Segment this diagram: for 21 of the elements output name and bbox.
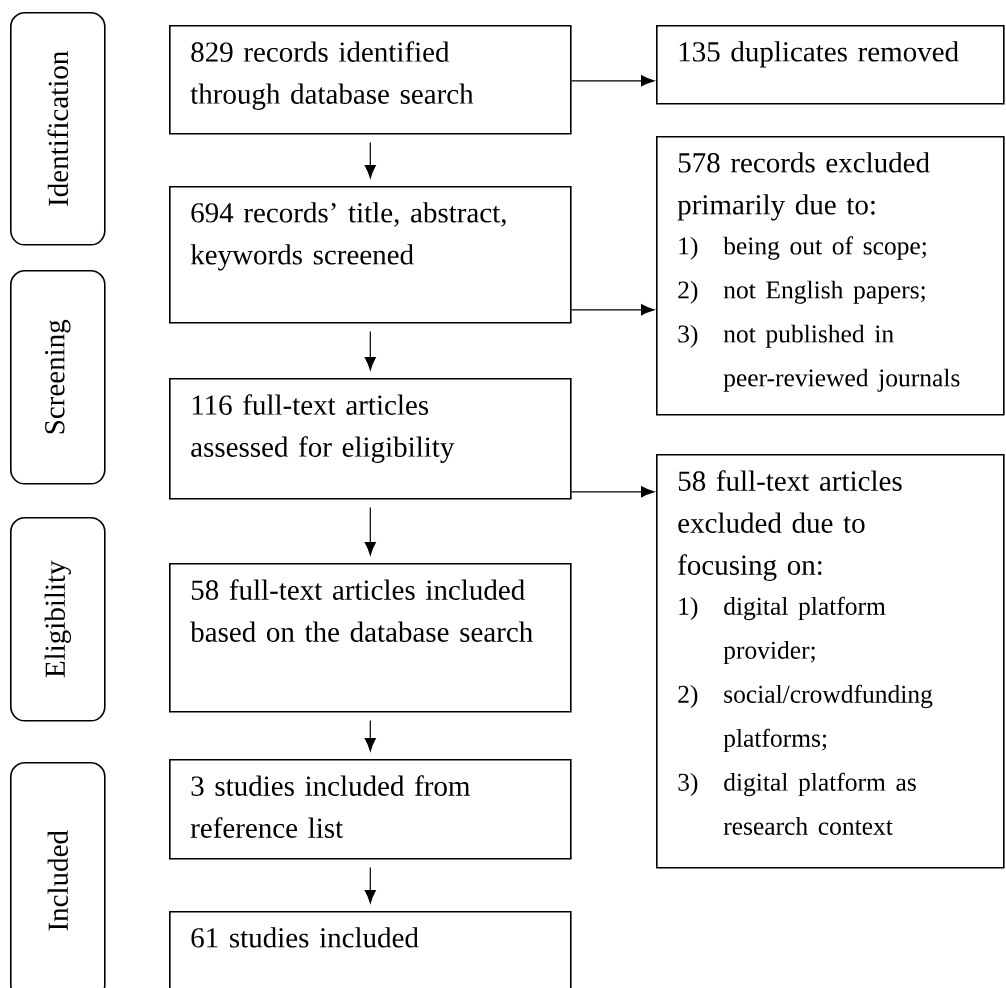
process-box: 578 records excluded primarily due to: 1) being out of scope; 2) not English papers; 3) not published in peer-reviewed journals bbox=[656, 136, 1005, 416]
process-box: 58 full-text articles excluded due to focusing on: 1) digital platform provider; 2) social/crowdfunding platforms; 3) digital platform as research context bbox=[656, 454, 1005, 869]
process-box: 58 full-text articles included based on the database search bbox=[169, 563, 572, 713]
process-box: 829 records identified through database search bbox=[169, 25, 572, 135]
arrow bbox=[364, 720, 376, 752]
arrow bbox=[364, 507, 376, 556]
process-box: 3 studies included from reference list bbox=[169, 759, 572, 860]
process-box: 61 studies included bbox=[169, 911, 572, 988]
arrow bbox=[571, 486, 655, 498]
process-box: 135 duplicates removed bbox=[656, 25, 1005, 105]
stage-box: Eligibility bbox=[10, 517, 106, 722]
arrow bbox=[571, 304, 655, 316]
stage-box: Screening bbox=[10, 270, 106, 485]
process-box: 694 records’ title, abstract, keywords screened bbox=[169, 186, 572, 324]
arrow bbox=[364, 867, 376, 904]
arrow bbox=[364, 142, 376, 179]
stage-box: Included bbox=[10, 762, 106, 988]
stage-box: Identification bbox=[10, 12, 106, 246]
arrow bbox=[364, 331, 376, 371]
arrow bbox=[571, 75, 655, 87]
process-box: 116 full-text articles assessed for eligibility bbox=[169, 378, 572, 500]
